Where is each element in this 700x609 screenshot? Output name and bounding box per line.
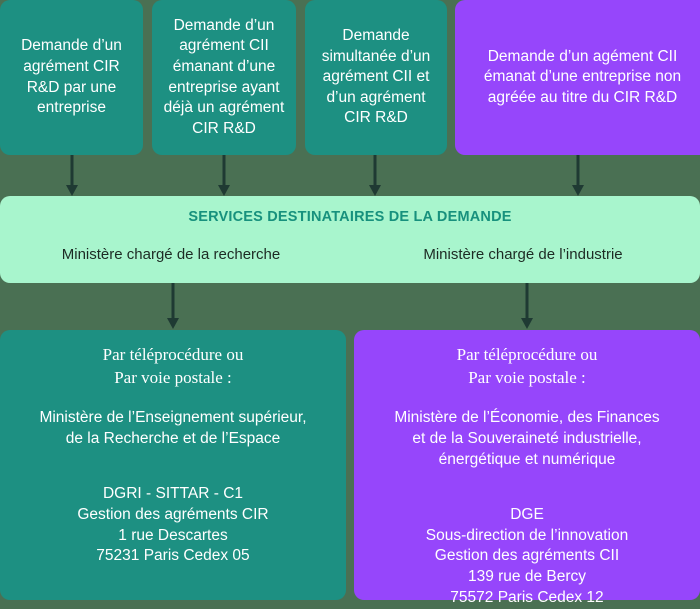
- demande-agrement-cii-entreprise-agreee-box: Demande d’un agrément CII émanant d’une …: [152, 0, 296, 155]
- demande-simultanee-cii-cir-text: Demande simultanée d’un agrément CII et …: [321, 26, 431, 127]
- ministere-economie-finances-name: Ministère de l’Économie, des Finances et…: [394, 408, 660, 468]
- demande-agrement-cii-entreprise-non-agreee-text: Demande d’un agément CII émanat d’une en…: [483, 47, 682, 106]
- ministere-recherche-label: Ministère chargé de la recherche: [61, 246, 281, 263]
- dge-address: DGE Sous-direction de l’innovation Gesti…: [425, 505, 629, 607]
- services-destinataires-title: SERVICES DESTINATAIRES DE LA DEMANDE: [188, 209, 512, 225]
- ministere-recherche-contact-box: Par téléprocédure ou Par voie postale : …: [0, 330, 346, 600]
- demande-agrement-cii-entreprise-agreee-text: Demande d’un agrément CII émanant d’une …: [163, 16, 285, 137]
- arrow-box3-to-services: [368, 155, 382, 197]
- arrow-box4-to-services: [571, 155, 585, 197]
- ministere-enseignement-superieur-name: Ministère de l’Enseignement supérieur, d…: [39, 408, 307, 447]
- demande-agrement-cir-rd-box: Demande d’un agrément CIR R&D par une en…: [0, 0, 143, 155]
- demande-simultanee-cii-cir-box: Demande simultanée d’un agrément CII et …: [305, 0, 447, 155]
- services-destinataires-band: SERVICES DESTINATAIRES DE LA DEMANDE Min…: [0, 196, 700, 283]
- arrow-box2-to-services: [217, 155, 231, 197]
- ministere-economie-contact-box: Par téléprocédure ou Par voie postale : …: [354, 330, 700, 606]
- dgri-sittar-address: DGRI - SITTAR - C1 Gestion des agréments…: [77, 484, 269, 565]
- arrow-services-to-industry-dept: [520, 283, 534, 330]
- arrow-box1-to-services: [65, 155, 79, 197]
- teleprocedure-postale-label-left: Par téléprocédure ou Par voie postale :: [102, 345, 244, 387]
- ministere-industrie-label: Ministère chargé de l’industrie: [423, 246, 623, 263]
- arrow-services-to-research-dept: [166, 283, 180, 330]
- demande-agrement-cir-rd-text: Demande d’un agrément CIR R&D par une en…: [21, 37, 122, 117]
- demande-agrement-cii-entreprise-non-agreee-box: Demande d’un agément CII émanat d’une en…: [455, 0, 700, 155]
- teleprocedure-postale-label-right: Par téléprocédure ou Par voie postale :: [456, 345, 598, 387]
